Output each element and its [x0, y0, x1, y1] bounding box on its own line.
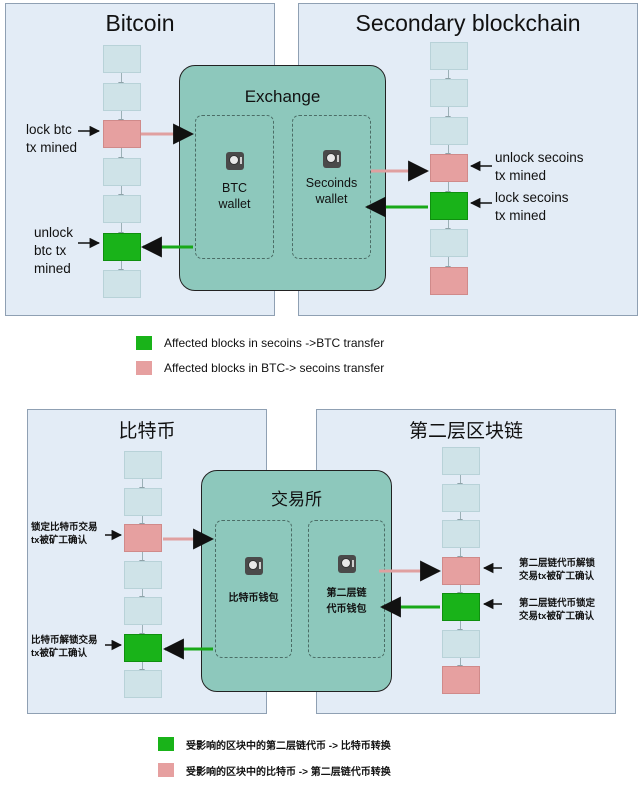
lock-secoins-block-zh: [442, 593, 480, 621]
btc-wallet-label: BTC wallet: [218, 181, 251, 211]
btc-wallet-label-zh: 比特币钱包: [228, 593, 279, 604]
bitcoin-panel-title-zh: 比特币: [118, 421, 176, 442]
unlock-btc-block-zh: [124, 634, 162, 662]
english-arrows: [78, 123, 492, 258]
block: [430, 267, 468, 295]
lock-btc-block: [103, 120, 141, 148]
exchange-title: Exchange: [244, 87, 321, 106]
block: [103, 195, 141, 223]
block: [103, 270, 141, 298]
legend-green-swatch: [136, 336, 152, 350]
safe-icon: [245, 557, 263, 575]
safe-icon: [226, 152, 244, 170]
english-diagram: Bitcoin Secondary blockchain Exchan: [0, 0, 643, 390]
legend-green-text-zh: 受影响的区块中的第二层链代币 -> 比特币转换: [186, 741, 391, 752]
secoins-wallet: Secoinds wallet: [292, 115, 371, 259]
secondary-panel-title: Secondary blockchain: [355, 10, 581, 36]
block: [442, 520, 480, 548]
legend-pink-text: Affected blocks in BTC-> secoins transfe…: [164, 361, 385, 375]
block: [124, 597, 162, 625]
lock-btc-block-zh: [124, 524, 162, 552]
lock-secoins-label-zh: 第二层链代币锁定 交易tx被矿工确认: [519, 598, 596, 622]
lock-btc-label: lock btc tx mined: [26, 122, 78, 155]
unlock-btc-block: [103, 233, 141, 261]
unlock-btc-label: unlock btc tx mined: [34, 225, 74, 276]
legend-pink-swatch: [136, 361, 152, 375]
block: [442, 447, 480, 475]
btc-wallet-zh: 比特币钱包: [215, 520, 292, 658]
block: [124, 488, 162, 516]
block: [103, 45, 141, 73]
legend-green-swatch-zh: [158, 737, 174, 751]
secoins-wallet-label-zh: 第二层链 代币钱包: [326, 588, 367, 615]
block: [442, 666, 480, 694]
block: [430, 117, 468, 145]
block: [124, 670, 162, 698]
btc-wallet: BTC wallet: [195, 115, 274, 259]
lock-btc-label-zh: 锁定比特币交易 tx被矿工确认: [31, 522, 98, 546]
legend-green-text: Affected blocks in secoins ->BTC transfe…: [164, 336, 385, 350]
bitcoin-panel-title: Bitcoin: [105, 10, 175, 36]
exchange-box-zh: 交易所 比特币钱包 第二层链 代币钱包: [201, 470, 392, 692]
block: [124, 451, 162, 479]
block: [442, 484, 480, 512]
secoins-wallet-zh: 第二层链 代币钱包: [308, 520, 385, 658]
unlock-btc-label-zh: 比特币解锁交易 tx被矿工确认: [31, 635, 98, 659]
secondary-panel: Secondary blockchain: [298, 3, 638, 316]
secondary-panel-title-zh: 第二层区块链: [408, 421, 523, 442]
lock-secoins-label: lock secoins tx mined: [495, 190, 569, 223]
block: [430, 79, 468, 107]
unlock-secoins-label-zh: 第二层链代币解锁 交易tx被矿工确认: [519, 558, 596, 582]
exchange-title-zh: 交易所: [271, 490, 322, 509]
block: [430, 229, 468, 257]
safe-icon: [338, 555, 356, 573]
exchange-box: Exchange BTC wallet Secoinds wallet: [179, 65, 386, 291]
safe-icon: [323, 150, 341, 168]
block: [430, 42, 468, 70]
lock-secoins-block: [430, 192, 468, 220]
legend-pink-text-zh: 受影响的区块中的比特币 -> 第二层链代币转换: [186, 767, 391, 778]
block: [124, 561, 162, 589]
legend-pink-swatch-zh: [158, 763, 174, 777]
unlock-secoins-block-zh: [442, 557, 480, 585]
secoins-wallet-label: Secoinds wallet: [305, 176, 358, 206]
block: [442, 630, 480, 658]
block: [103, 158, 141, 186]
block: [103, 83, 141, 111]
unlock-secoins-label: unlock secoins tx mined: [495, 150, 584, 183]
unlock-secoins-block: [430, 154, 468, 182]
